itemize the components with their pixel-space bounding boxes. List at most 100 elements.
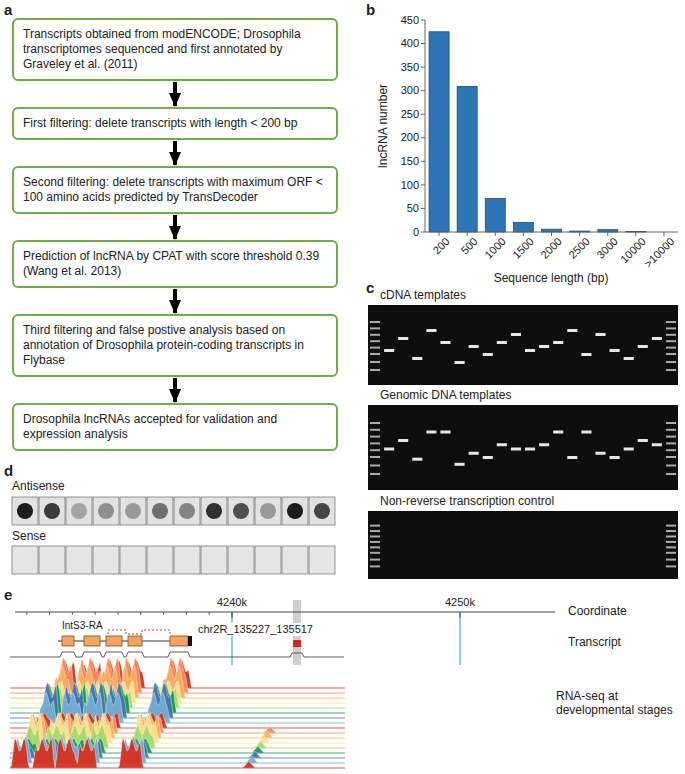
blot-square	[174, 497, 200, 525]
blot-dot	[71, 503, 87, 519]
ladder-band	[370, 321, 380, 323]
dna-band	[412, 458, 422, 461]
blot-dot	[44, 503, 60, 519]
dna-band	[426, 431, 436, 434]
ladder-band	[370, 456, 380, 458]
axis-tick	[421, 90, 425, 91]
dna-band	[595, 333, 605, 336]
ladder-band	[370, 347, 380, 349]
dna-band	[440, 431, 450, 434]
track-title: Coordinate	[568, 605, 627, 619]
exon-box	[128, 636, 142, 646]
blot-square	[282, 546, 308, 574]
gel-image	[368, 405, 678, 490]
tick-label: 250	[401, 108, 419, 121]
dna-band	[455, 463, 465, 466]
y-axis	[425, 20, 426, 232]
dna-band	[539, 443, 549, 446]
ladder-band	[370, 449, 380, 451]
panel-letter: a	[4, 1, 12, 18]
blot-dot	[152, 503, 168, 519]
axis-tick	[421, 232, 425, 233]
dna-band	[525, 349, 535, 352]
ladder-band	[370, 530, 380, 532]
ladder-band	[370, 369, 380, 371]
bar	[513, 223, 533, 232]
axis-tick	[579, 232, 580, 236]
blot-square	[147, 546, 173, 574]
dna-band	[567, 329, 577, 332]
dna-band	[384, 448, 394, 451]
tick-label: 2000	[538, 235, 564, 261]
exon-box	[62, 636, 74, 646]
ladder-band	[666, 369, 676, 371]
track-title: Transcript	[568, 636, 621, 650]
ladder-band	[666, 546, 676, 548]
dna-band	[497, 341, 507, 344]
dna-band	[469, 345, 479, 348]
blot-dot	[260, 503, 276, 519]
box-text: Third filtering and false postive analys…	[23, 323, 327, 368]
dna-band	[624, 448, 634, 451]
ladder-band	[370, 361, 380, 363]
ladder-band	[370, 559, 380, 561]
blot-square	[228, 546, 254, 574]
blot-square	[255, 546, 281, 574]
dna-band	[398, 337, 408, 340]
blot-square	[309, 546, 335, 574]
dna-band	[511, 333, 521, 336]
flow-arrow	[173, 215, 177, 239]
tick-label: 50	[407, 202, 419, 215]
minor-tick	[140, 612, 141, 615]
row-title: Sense	[12, 530, 46, 544]
tick-label: 300	[401, 84, 419, 97]
process-box: Prediction of lncRNA by CPAT with score …	[12, 240, 338, 288]
blot-dot	[287, 503, 303, 519]
dna-band	[398, 439, 408, 442]
dna-band	[469, 452, 479, 455]
dna-band	[384, 349, 394, 352]
axis-tick	[421, 20, 425, 21]
process-box: Drosophila lncRNAs accepted for validati…	[12, 403, 338, 451]
ladder-band	[666, 340, 676, 342]
axis-tick	[523, 232, 524, 236]
minor-tick	[72, 612, 73, 615]
dna-band	[525, 448, 535, 451]
coverage-track	[10, 683, 345, 713]
blot-square	[120, 546, 146, 574]
dna-band	[426, 329, 436, 332]
dna-band	[455, 361, 465, 364]
coordinate-axis	[15, 612, 555, 613]
coordinate-label: 4250k	[445, 596, 475, 609]
process-box: First filtering: delete transcripts with…	[12, 107, 338, 140]
ladder-band	[666, 465, 676, 467]
tick-label: 0	[413, 226, 419, 239]
flow-arrow	[173, 289, 177, 313]
ladder-band	[666, 347, 676, 349]
tick-label: 3000	[594, 235, 620, 261]
panel-letter: c	[366, 279, 374, 296]
tick-label: 100	[401, 179, 419, 192]
axis-tick	[635, 232, 636, 236]
ladder-band	[370, 442, 380, 444]
flow-arrow	[173, 141, 177, 165]
gel-image	[368, 305, 678, 385]
dna-band	[624, 357, 634, 360]
ladder-band	[370, 340, 380, 342]
dna-band	[638, 439, 648, 442]
dna-band	[553, 341, 563, 344]
dna-band	[412, 357, 422, 360]
process-box: Third filtering and false postive analys…	[12, 314, 338, 377]
tick-label: 450	[401, 14, 419, 27]
axis-tick	[495, 232, 496, 236]
dna-band	[553, 431, 563, 434]
ladder-band	[666, 429, 676, 431]
track-baseline	[10, 768, 345, 769]
blot-square	[120, 497, 146, 525]
blot-square	[282, 497, 308, 525]
axis-tick	[232, 612, 233, 618]
gel-title: Non-reverse transcription control	[380, 495, 554, 509]
blot-square	[174, 546, 200, 574]
ladder-band	[666, 436, 676, 438]
